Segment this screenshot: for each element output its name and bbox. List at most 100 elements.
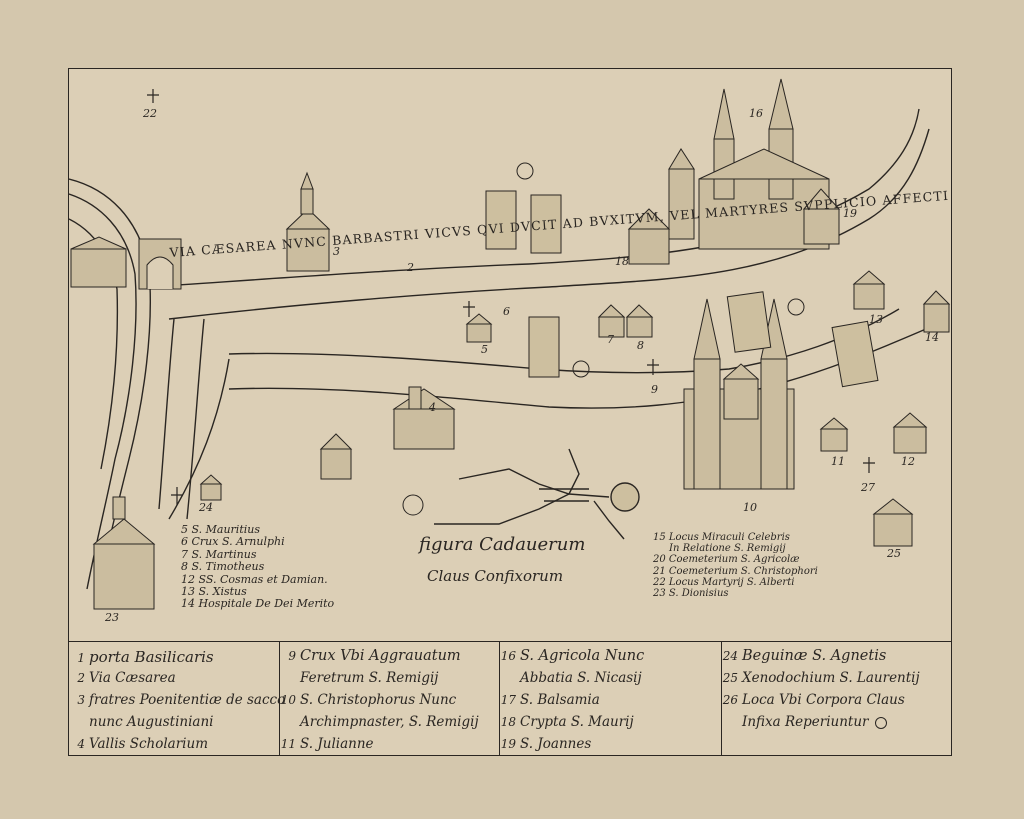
map-number-24: 24 [199,501,213,514]
map-number-13: 13 [869,313,883,326]
inset-legend-line: 5 S. Mauritius [181,523,260,536]
inset-legend-line: 7 S. Martinus [181,547,257,561]
inset-legend-line: 15 Locus Miraculi Celebris [653,532,790,543]
inset-legend-left: 5 S. Mauritius 6 Crux S. Arnulphi 7 S. M… [181,523,335,611]
figure-title: figura Cadauerum [419,534,586,555]
house-24 [199,474,223,501]
cross-22 [147,89,159,103]
inset-legend-line: 13 S. Xistus [181,585,247,599]
cross-medallion-4 [787,298,805,316]
map-number-16: 16 [749,107,763,120]
chapel-14 [922,290,951,333]
house-11 [819,417,849,452]
inset-legend-right: 15 Locus Miraculi Celebris In Relatione … [653,532,818,599]
map-number-5: 5 [481,343,488,356]
cross-medallion-1 [402,494,424,516]
map-number-18: 18 [615,255,629,268]
church-4 [392,386,456,450]
key-entry: Infixa Reperiuntur [722,714,887,730]
cross-24 [171,487,183,505]
gate-1 [138,238,182,290]
cross-6 [463,301,475,317]
key-entry: Abbatia S. Nicasij [520,670,642,686]
map-number-19: 19 [843,207,857,220]
map-number-27: 27 [861,481,875,494]
map-number-10: 10 [743,501,757,514]
figure-subtitle: Claus Confixorum [427,567,564,585]
map-number-7: 7 [607,333,614,346]
key-entry: nunc Augustiniani [89,714,214,730]
map-number-6: 6 [503,305,510,318]
inset-legend-line: 20 Coemeterium S. Agricolæ [653,554,800,566]
cross-27 [863,457,875,473]
skeleton-figure [434,448,640,540]
house-12 [892,412,928,454]
inset-legend-line: 8 S. Timotheus [181,560,265,574]
chapel-25 [872,498,914,547]
map-number-8: 8 [637,339,644,352]
left-wall-line [69,178,151,590]
map-number-23: 23 [105,611,119,624]
map-number-14: 14 [925,331,939,344]
map-number-4: 4 [429,401,436,414]
tomb-5 [831,320,879,388]
church-3 [285,171,331,272]
inset-legend-line: 14 Hospitale De Dei Merito [181,597,335,611]
inset-legend-line: 23 S. Dionisius [653,588,729,600]
main-road-bottom [168,128,930,320]
map-number-2: 2 [407,261,414,274]
map-number-9: 9 [651,383,658,396]
chapel-23 [92,496,156,610]
chapel-left [319,433,353,480]
cross-9 [647,359,659,375]
house-13 [852,270,886,310]
inset-legend-line: 12 SS. Cosmas et Damian. [181,572,328,586]
cathedral-10 [683,298,795,490]
tomb-1 [485,190,517,250]
houses-7-8 [597,304,654,338]
inset-legend-line: 22 Locus Martyrij S. Alberti [653,576,795,588]
key-entry: Feretrum S. Remigij [300,670,439,686]
main-road-top [148,108,920,288]
key-entry: Archimpnaster, S. Remigij [300,714,479,730]
inset-legend-line: 6 Crux S. Arnulphi [181,535,285,549]
engraved-plate: VIA CÆSAREA NVNC BARBASTRI VICVS QVI DVC… [68,68,952,756]
map-number-12: 12 [901,455,915,468]
tomb-4 [726,291,772,353]
barn-left [70,236,127,288]
inset-legend-line: 21 Coemeterium S. Christophori [653,565,818,577]
map-number-22: 22 [143,107,157,120]
tomb-3 [528,316,560,378]
cross-medallion-3 [572,360,590,378]
map-number-25: 25 [887,547,901,560]
map-drawing [69,78,951,610]
inset-legend-line: In Relatione S. Remigij [669,543,786,555]
map-number-11: 11 [831,455,845,468]
map-number-3: 3 [333,245,340,258]
cross-medallion-icon [874,716,887,729]
cross-medallion-2 [516,162,534,180]
tomb-2 [530,194,562,254]
house-5 [465,313,493,343]
cathedral-16 [627,78,841,265]
